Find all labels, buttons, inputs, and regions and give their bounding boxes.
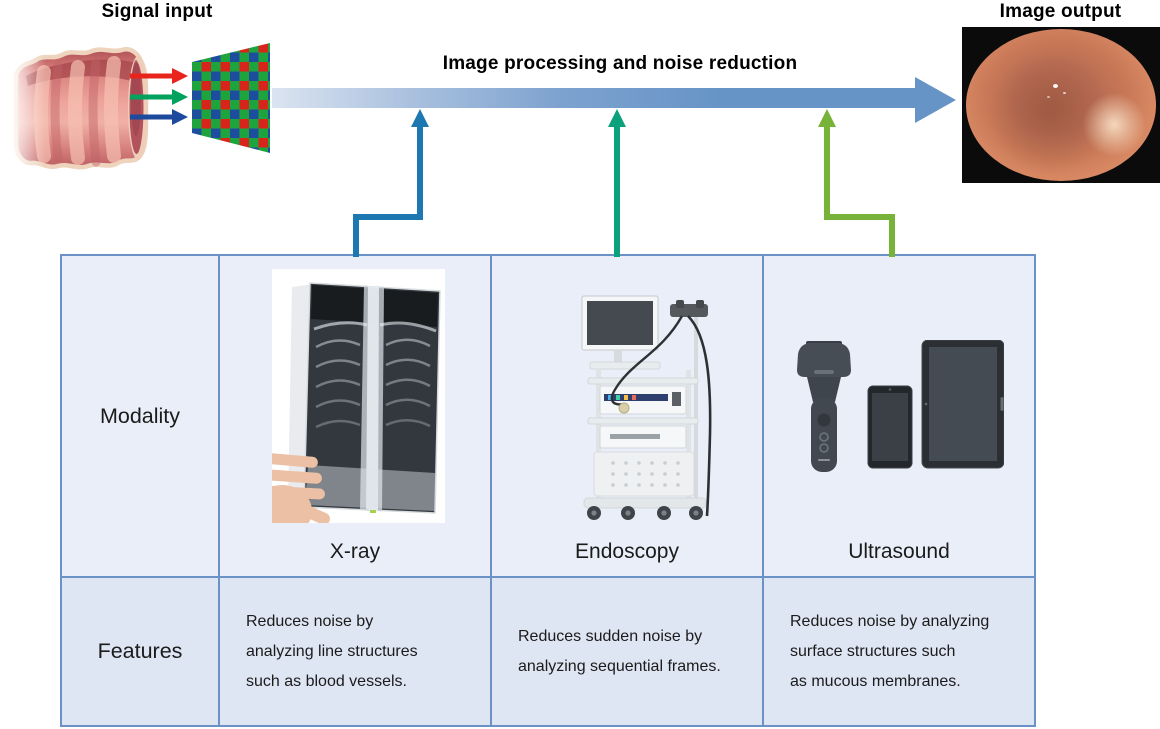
endoscopy-cart-photo [581,295,712,520]
image-output-label: Image output [999,1,1122,22]
green-signal-arrow [130,89,188,105]
modality-table: Modality [60,254,1036,727]
processing-arrow-body [272,88,916,108]
cell-modality-ultrasound: Ultrasound [764,256,1034,576]
connector-arrow-xray [353,109,429,257]
cell-modality-endoscopy: Endoscopy [492,256,762,576]
rgb-signal-arrows [130,68,188,125]
xray-detector-photo [272,269,445,523]
connector-arrow-endoscopy [608,109,626,257]
endoscopic-circle-view [966,29,1156,181]
ultrasound-devices-photo [797,340,1004,472]
endoscopic-output-image [962,27,1160,183]
image-sensor-icon [192,43,270,153]
row-header-modality: Modality [62,256,218,576]
connector-arrow-ultrasound [818,109,895,257]
blue-signal-arrow [130,109,188,125]
colon-illustration [6,46,149,172]
modality-caption-xray: X-ray [329,540,381,563]
row-header-features: Features [62,578,218,725]
processing-label: Image processing and noise reduction [442,53,798,74]
red-signal-arrow [130,68,188,84]
cell-modality-xray: X-ray [220,256,490,576]
processing-arrow-head [915,77,956,123]
signal-input-label: Signal input [101,1,213,22]
modality-caption-endoscopy: Endoscopy [575,540,679,563]
modality-caption-ultrasound: Ultrasound [848,540,950,563]
